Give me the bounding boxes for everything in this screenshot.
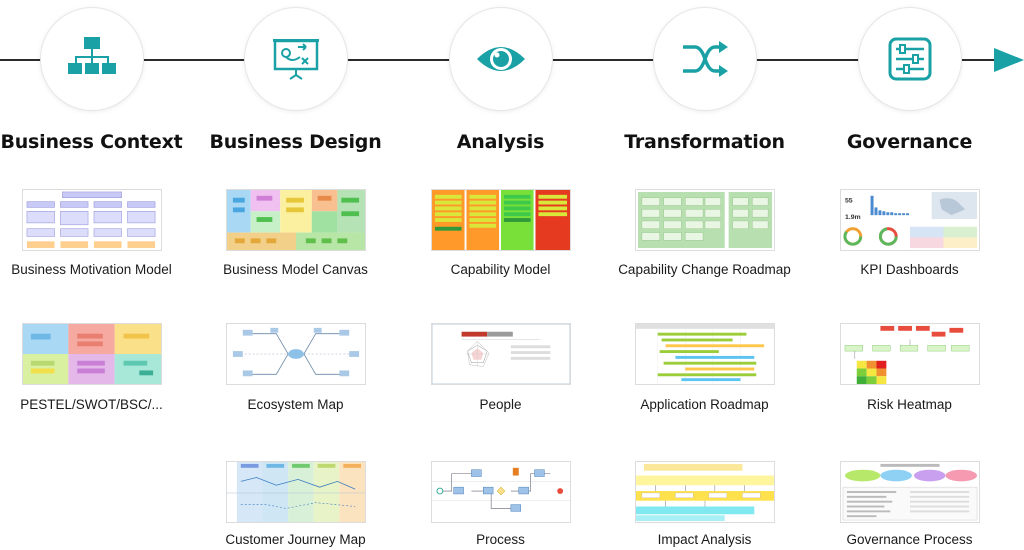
stage-icon-circle[interactable] <box>858 8 961 110</box>
people-thumbnail[interactable] <box>430 323 571 385</box>
item-label: Business Model Canvas <box>223 262 368 277</box>
stage-title: Business Design <box>209 131 382 153</box>
item-label: People <box>479 397 522 412</box>
item-label: Application Roadmap <box>640 397 769 412</box>
stage-icon-circle[interactable] <box>449 8 552 110</box>
kpi-value: 55 <box>844 198 852 205</box>
stage-icon-circle[interactable] <box>40 8 143 110</box>
shuffle-icon <box>682 41 728 77</box>
item-label: Governance Process <box>846 532 973 547</box>
stage-icon-circle[interactable] <box>653 8 756 110</box>
capability-change-roadmap-thumbnail[interactable] <box>634 189 775 251</box>
stage-title: Analysis <box>456 131 545 153</box>
item-label: KPI Dashboards <box>860 262 959 277</box>
item-label: Customer Journey Map <box>225 532 366 547</box>
stage-title: Governance <box>846 131 973 153</box>
capability-model-thumbnail[interactable] <box>430 189 571 251</box>
stage-business-design: Business Design <box>193 0 398 550</box>
impact-analysis-thumbnail[interactable] <box>634 461 775 523</box>
timeline-arrowhead <box>994 48 1024 72</box>
risk-heatmap-thumbnail[interactable] <box>839 323 980 385</box>
item-label: Capability Change Roadmap <box>618 262 791 277</box>
stage-transformation: Transformation Capability Change Roadmap <box>602 0 807 550</box>
kpi-value: 1.9m <box>844 214 860 221</box>
stage-icon-circle[interactable] <box>244 8 347 110</box>
org-chart-icon <box>67 37 116 74</box>
stage-title: Transformation <box>624 131 785 153</box>
sliders-panel-icon <box>888 37 931 81</box>
item-label: Ecosystem Map <box>247 397 344 412</box>
item-label: PESTEL/SWOT/BSC/... <box>20 397 163 412</box>
presentation-board-icon <box>272 39 319 80</box>
application-roadmap-thumbnail[interactable] <box>634 323 775 385</box>
business-model-canvas-thumbnail[interactable] <box>225 189 366 251</box>
item-label: Impact Analysis <box>657 532 752 547</box>
eye-icon <box>476 47 525 71</box>
stage-analysis: Analysis Capability Model <box>398 0 603 550</box>
item-label: Risk Heatmap <box>867 397 952 412</box>
ecosystem-map-thumbnail[interactable] <box>225 323 366 385</box>
process-thumbnail[interactable] <box>430 461 571 523</box>
kpi-dashboards-thumbnail[interactable]: 55 1.9m <box>839 189 980 251</box>
stage-business-context: Business Context <box>0 0 194 550</box>
item-label: Process <box>476 532 525 547</box>
stage-governance: Governance 55 1.9m KPI Da <box>807 0 1012 550</box>
stage-title: Business Context <box>0 131 183 153</box>
governance-process-thumbnail[interactable] <box>839 461 980 523</box>
pestel-swot-bsc-thumbnail[interactable] <box>21 323 162 385</box>
customer-journey-map-thumbnail[interactable] <box>225 461 366 523</box>
item-label: Business Motivation Model <box>11 262 172 277</box>
item-label: Capability Model <box>450 262 551 277</box>
business-motivation-model-thumbnail[interactable] <box>21 189 162 251</box>
